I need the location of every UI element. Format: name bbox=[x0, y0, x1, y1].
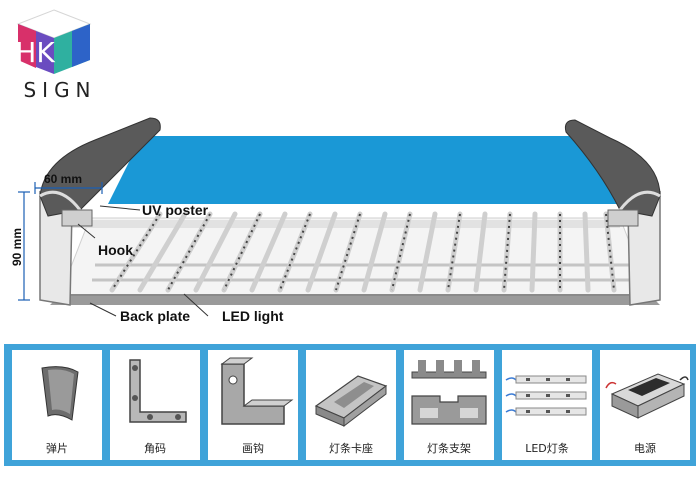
height-dimension-label: 90 mm bbox=[10, 227, 24, 266]
hk-sign-logo: HK SIGN bbox=[8, 6, 100, 102]
brand-name: SIGN bbox=[23, 78, 97, 102]
part-card-picture-hook: 画钩 bbox=[208, 350, 298, 460]
part-label: 弹片 bbox=[46, 442, 68, 455]
part-card-strip-holder: 灯条卡座 bbox=[306, 350, 396, 460]
hook-label: Hook bbox=[98, 242, 133, 258]
logo-letter-h: HK bbox=[15, 36, 55, 69]
part-label: 灯条支架 bbox=[427, 442, 471, 455]
logo-cube-icon: HK bbox=[15, 9, 92, 74]
part-card-led-strip: LED灯条 bbox=[502, 350, 592, 460]
back-plate bbox=[50, 295, 660, 305]
leader-lines bbox=[77, 205, 209, 317]
right-frame-profile bbox=[564, 119, 661, 306]
part-label: 电源 bbox=[634, 442, 656, 455]
part-card-strip-bracket: 灯条支架 bbox=[404, 350, 494, 460]
led-chips bbox=[111, 213, 615, 291]
strip-holder-icon bbox=[314, 375, 388, 428]
led-light-label: LED light bbox=[222, 308, 284, 324]
lightbox-cross-section-diagram: 60 mm 90 mm UV poster Hook Back plate LE… bbox=[0, 100, 700, 340]
parts-band: 弹片 角码 画钩 bbox=[4, 344, 696, 466]
power-supply-icon bbox=[605, 373, 689, 419]
dimension-lines bbox=[18, 182, 103, 301]
part-label: 灯条卡座 bbox=[329, 442, 373, 455]
uv-poster-label: UV poster bbox=[142, 202, 209, 218]
part-label: 画钩 bbox=[242, 442, 264, 455]
left-frame-profile bbox=[39, 117, 161, 306]
back-plate-label: Back plate bbox=[120, 308, 191, 324]
part-label: LED灯条 bbox=[525, 442, 569, 455]
part-card-spring-clip: 弹片 bbox=[12, 350, 102, 460]
spring-clip-icon bbox=[41, 366, 79, 421]
led-strip-icon bbox=[505, 375, 587, 416]
uv-poster-sheet bbox=[108, 136, 620, 204]
part-label: 角码 bbox=[144, 442, 166, 455]
width-dimension-label: 60 mm bbox=[44, 172, 83, 186]
lightbox-diagram-svg bbox=[18, 117, 661, 317]
strip-bracket-icon bbox=[411, 360, 487, 425]
corner-bracket-icon bbox=[129, 359, 187, 423]
picture-hook-icon bbox=[220, 357, 294, 425]
part-card-corner-bracket: 角码 bbox=[110, 350, 200, 460]
part-card-power-supply: 电源 bbox=[600, 350, 690, 460]
